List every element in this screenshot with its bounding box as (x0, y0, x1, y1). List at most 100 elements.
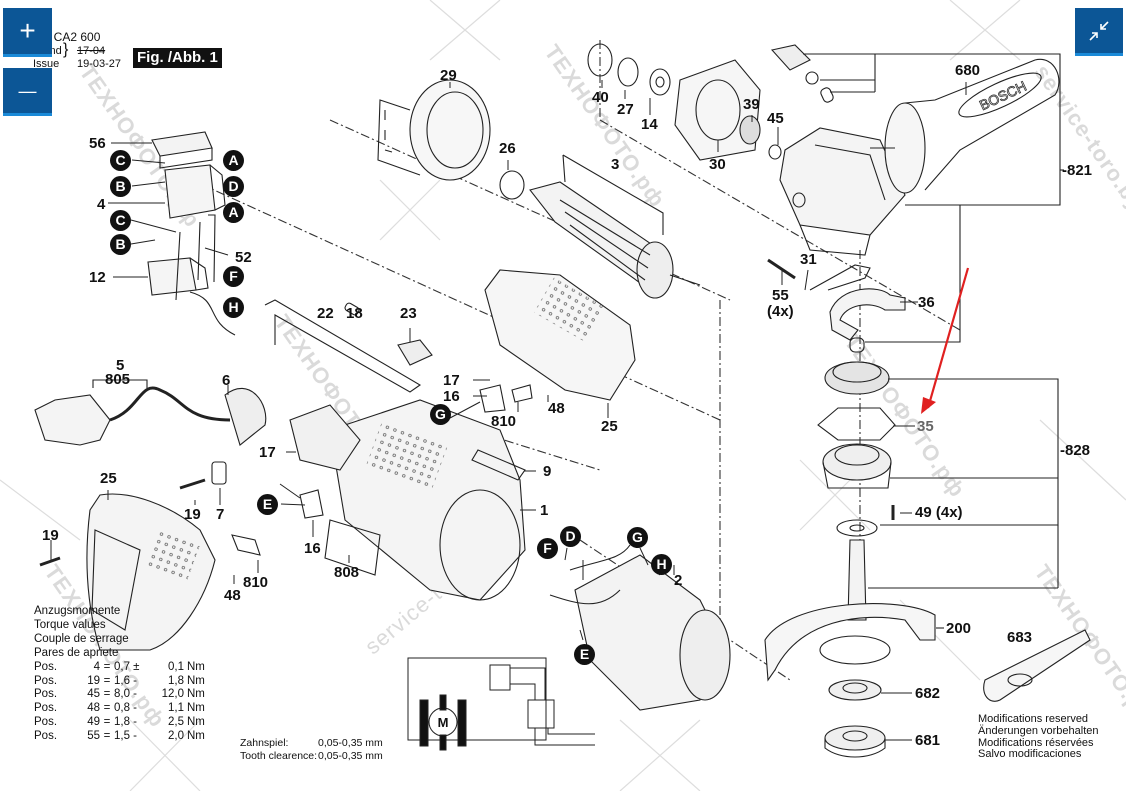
connector-badge: B (110, 234, 131, 255)
part-label: 6 (222, 372, 231, 389)
part-label: 25 (100, 470, 117, 487)
group-bracket-828 (865, 205, 1059, 589)
spanner-part (983, 629, 1091, 702)
motor-symbol: M (438, 715, 449, 730)
part-label: 3 (611, 156, 620, 173)
connector-badge: G (430, 404, 451, 425)
switch-assembly (147, 131, 236, 336)
part-label: 19 (184, 506, 201, 523)
brush-part (231, 534, 261, 556)
connector-badge: A (223, 150, 244, 171)
connector-badge: F (537, 538, 558, 559)
stator-part (549, 544, 731, 711)
tooth-row: Zahnspiel:0,05-0,35 mm (240, 737, 383, 749)
housing-cover-left (86, 493, 216, 651)
connector-badge: H (223, 297, 244, 318)
torque-title: Anzugsmomente (34, 605, 121, 617)
part-label: 25 (601, 418, 618, 435)
part-label: 681 (915, 732, 941, 749)
connector-badge: C (110, 210, 131, 231)
part-label: 56 (89, 135, 106, 152)
part-label: 18 (346, 305, 363, 322)
brace: } (63, 41, 69, 58)
gear-head-part (770, 44, 906, 256)
modifications-line: Modifications réservées (978, 736, 1094, 749)
part-label: 17 (443, 372, 460, 389)
minus-icon: — (18, 80, 37, 101)
modifications-note: Modifications reserved Änderungen vorbeh… (978, 713, 1098, 761)
ring-gear-parts (817, 361, 896, 537)
zoom-out-button[interactable]: — (3, 68, 52, 116)
part-label: 5 (116, 357, 125, 374)
zoom-in-button[interactable]: + (3, 8, 52, 57)
brush-part (511, 384, 533, 403)
part-label: 35 (917, 418, 934, 435)
part-label: 16 (443, 388, 460, 405)
screw-part (39, 556, 61, 567)
part-label: 27 (617, 101, 634, 118)
spindle-lock-parts (767, 258, 906, 353)
part-label: 22 (317, 305, 334, 322)
part-label: 39 (743, 96, 760, 113)
motor-housing-part (289, 399, 526, 601)
part-label: 16 (304, 540, 321, 557)
nut-part (768, 144, 782, 160)
part-label: 200 (946, 620, 972, 637)
switch-rod-part (264, 299, 422, 393)
part-label: 683 (1007, 629, 1033, 646)
part-label: 52 (235, 249, 252, 266)
part-label: 2 (674, 572, 683, 589)
bearing-part (499, 170, 525, 200)
part-label: 808 (334, 564, 360, 581)
part-label: 40 (592, 89, 609, 106)
part-label: 19 (42, 527, 59, 544)
spring-part (344, 302, 360, 316)
connector-badge: D (560, 526, 581, 547)
part-label: 7 (216, 506, 225, 523)
part-label: 31 (800, 251, 817, 268)
stand-value: 17-04 (77, 45, 106, 57)
slide-button-part (397, 339, 433, 366)
group-bracket-821 (803, 53, 1064, 206)
screw-part (179, 478, 206, 490)
part-label: 682 (915, 685, 941, 702)
part-label: 49 (4x) (915, 504, 963, 521)
connector-badge: B (110, 176, 131, 197)
armature-part (529, 154, 701, 299)
connector-badge: E (257, 494, 278, 515)
figure-label: Fig. /Abb. 1 (133, 48, 222, 68)
torque-title: Couple de serrage (34, 632, 129, 645)
exit-fullscreen-button[interactable] (1075, 8, 1123, 56)
spindle-guard-flange-parts (764, 539, 944, 758)
issue-label: Issue (33, 58, 60, 70)
part-label: -821 (1062, 162, 1093, 179)
part-label: 12 (89, 269, 106, 286)
collapse-arrows-icon (1089, 20, 1109, 41)
part-label: 36 (918, 294, 935, 311)
torque-title: Torque values (34, 618, 106, 631)
part-label: 48 (548, 400, 565, 417)
modifications-line: Salvo modificaciones (978, 748, 1082, 761)
part-label: 4 (97, 196, 106, 213)
part-label: 17 (259, 444, 276, 461)
leader-lines (50, 80, 967, 641)
connector-badge: E (574, 644, 595, 665)
connector-badge: G (627, 527, 648, 548)
part-label: 55 (772, 287, 789, 304)
tooth-row: Tooth clearence:0,05-0,35 mm (240, 749, 383, 762)
wiring-schematic (407, 657, 595, 751)
label-plate-9 (471, 449, 526, 481)
retaining-rings (587, 43, 671, 96)
cord-clamp-part (211, 461, 227, 485)
torque-values-table: Anzugsmomente Torque values Couple de se… (34, 605, 205, 744)
issue-value: 19-03-27 (77, 58, 122, 70)
part-label: 810 (243, 574, 269, 591)
part-label: 810 (491, 413, 517, 430)
part-label: 9 (543, 463, 552, 480)
part-label: 805 (105, 371, 131, 388)
